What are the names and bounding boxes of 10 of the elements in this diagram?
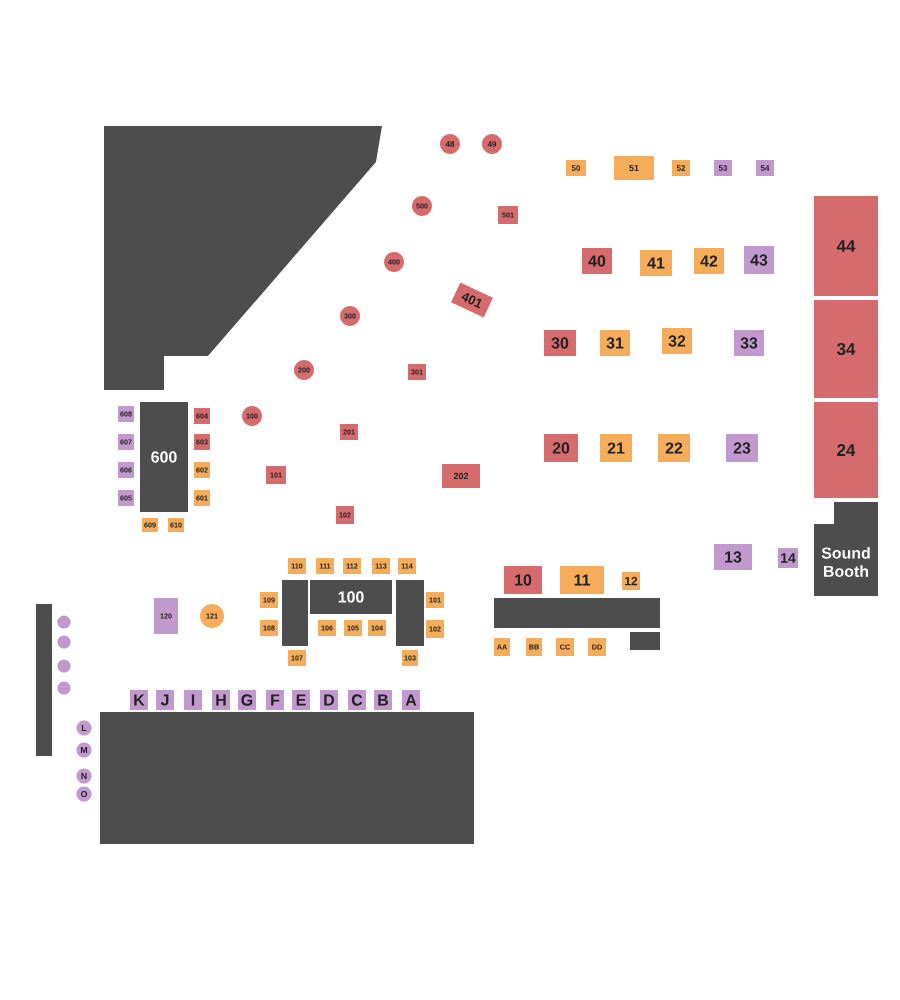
floor-block bbox=[36, 604, 52, 756]
floor-block bbox=[104, 126, 382, 390]
floor-block bbox=[100, 712, 474, 844]
section-box: 34 bbox=[814, 300, 878, 398]
section-box: 24 bbox=[814, 402, 878, 498]
floor-block bbox=[630, 632, 660, 650]
floor-block bbox=[282, 580, 308, 646]
floor-block bbox=[396, 580, 424, 646]
floor-block bbox=[494, 598, 660, 628]
section-box: 44 bbox=[814, 196, 878, 296]
